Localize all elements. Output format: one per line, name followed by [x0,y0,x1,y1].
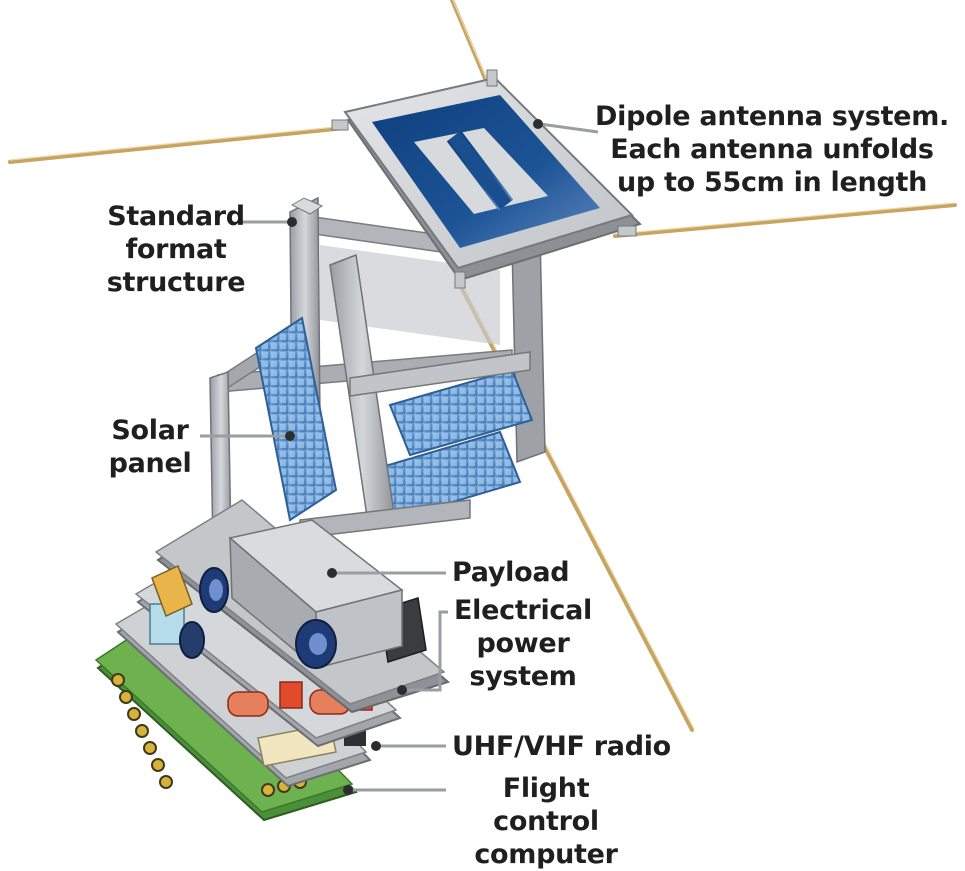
label-radio-line-1: UHF/VHF radio [452,731,671,762]
structure-front-rails [299,253,531,539]
label-solar-line-1: Solar [111,415,189,446]
label-solar-line-2: panel [108,448,192,479]
label-radio: UHF/VHF radio [452,730,712,763]
label-payload-line-1: Payload [452,557,570,588]
leader-dots [285,119,543,795]
label-power-line-2: power [476,628,570,659]
label-antenna-line-3: up to 55cm in length [616,167,928,198]
label-power-line-1: Electrical [454,595,592,626]
label-antenna-line-2: Each antenna unfolds [610,134,934,165]
label-computer-line-1: Flight control [493,773,599,837]
label-structure-line-3: structure [106,267,246,298]
label-power-line-3: system [469,661,577,692]
label-structure-line-2: format [125,234,227,265]
solar-panels [254,316,534,522]
label-solar-panel: Solar panel [100,414,200,480]
antenna-plate [331,69,642,289]
label-power-system: Electrical power system [448,594,598,693]
label-flight-computer: Flight control computer [446,772,646,871]
label-antenna-line-1: Dipole antenna system. [595,101,949,132]
payload-board [151,499,451,714]
label-antenna-system: Dipole antenna system. Each antenna unfo… [592,100,952,199]
label-structure: Standard format structure [96,200,256,299]
label-structure-line-1: Standard [107,201,245,232]
label-payload: Payload [452,556,612,589]
leader-lines [200,122,599,792]
label-computer-line-2: computer [474,839,618,870]
